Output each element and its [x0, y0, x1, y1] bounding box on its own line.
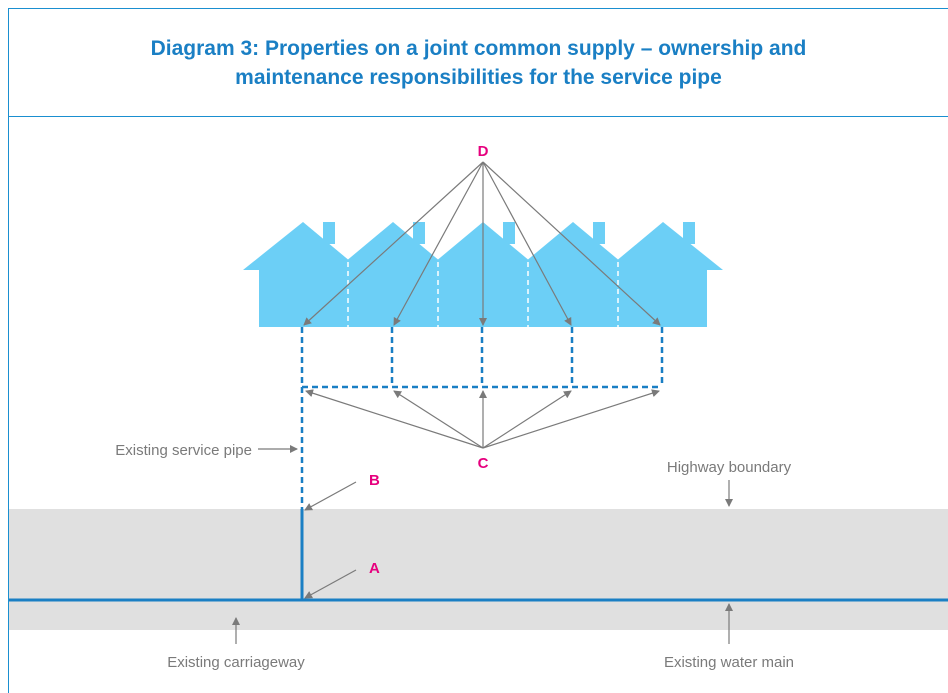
house-4-chimney	[593, 222, 605, 244]
house-4	[525, 222, 621, 327]
c-arrows	[305, 389, 660, 449]
title-line-1: Diagram 3: Properties on a joint common …	[150, 36, 807, 60]
house-2-chimney	[413, 222, 425, 244]
label-d: D	[478, 143, 489, 160]
label-existing-carriageway: Existing carriageway	[167, 654, 305, 671]
house-1	[243, 222, 351, 327]
highway-area	[9, 509, 948, 630]
b-arrow	[304, 481, 357, 511]
label-existing-water-main: Existing water main	[664, 654, 794, 671]
house-5-chimney	[683, 222, 695, 244]
label-b: B	[369, 472, 380, 489]
label-c: C	[478, 455, 489, 472]
house-3-chimney	[503, 222, 515, 244]
title-line-2: maintenance responsibilities for the ser…	[235, 65, 722, 89]
house-2	[345, 222, 441, 327]
label-highway-boundary: Highway boundary	[667, 459, 792, 476]
house-dividers	[347, 262, 619, 327]
terraced-houses	[243, 222, 723, 327]
d-arrows	[303, 161, 661, 326]
label-a: A	[369, 560, 380, 577]
service-pipes	[300, 327, 664, 509]
label-existing-service-pipe: Existing service pipe	[115, 442, 252, 459]
diagram-title: Diagram 3: Properties on a joint common …	[9, 9, 948, 117]
house-1-chimney	[323, 222, 335, 244]
diagram-frame	[8, 8, 948, 693]
house-5	[615, 222, 723, 327]
a-arrow	[304, 569, 357, 599]
